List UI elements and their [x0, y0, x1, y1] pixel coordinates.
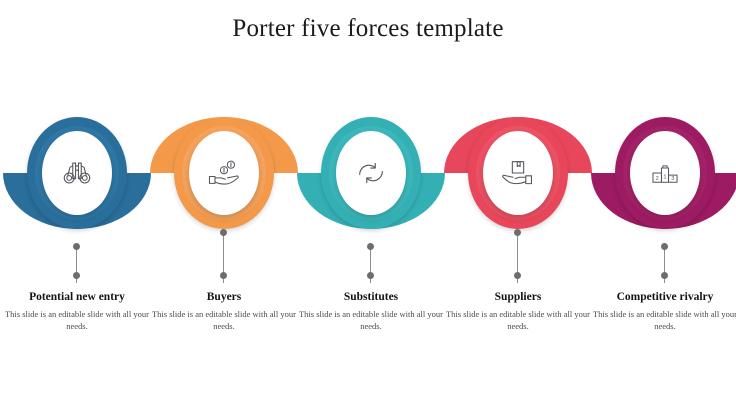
- force-description-substitutes: This slide is an editable slide with all…: [298, 309, 443, 331]
- force-description-buyers: This slide is an editable slide with all…: [151, 309, 296, 331]
- force-description-suppliers: This slide is an editable slide with all…: [445, 309, 590, 331]
- connector-suppliers: [513, 229, 523, 283]
- connector-dot-top: [73, 243, 80, 250]
- refresh-cycle-icon: [354, 158, 388, 188]
- force-icon-disc-suppliers[interactable]: [483, 131, 553, 215]
- force-title-buyers: Buyers: [206, 291, 242, 303]
- connector-buyers: [219, 229, 229, 283]
- connector-line: [370, 247, 371, 283]
- force-node-suppliers[interactable]: [444, 98, 592, 248]
- connector-dot-bottom: [367, 272, 374, 279]
- connector-line: [517, 233, 518, 283]
- svg-text:3: 3: [671, 176, 674, 182]
- force-icon-disc-potential-new-entry[interactable]: [42, 131, 112, 215]
- connector-dot-top: [661, 243, 668, 250]
- connector-dot-top: [367, 243, 374, 250]
- connector-line: [76, 247, 77, 283]
- connector-line: [223, 233, 224, 283]
- force-icon-disc-competitive-rivalry[interactable]: 1 2 3: [630, 131, 700, 215]
- force-description-potential-new-entry: This slide is an editable slide with all…: [4, 309, 149, 331]
- connector-substitutes: [366, 243, 376, 283]
- connector-line: [664, 247, 665, 283]
- force-description-competitive-rivalry: This slide is an editable slide with all…: [592, 309, 736, 331]
- force-icon-disc-buyers[interactable]: [189, 131, 259, 215]
- connector-dot-bottom: [73, 272, 80, 279]
- force-title-competitive-rivalry: Competitive rivalry: [616, 291, 714, 303]
- force-title-potential-new-entry: Potential new entry: [29, 291, 125, 303]
- connector-potential-new-entry: [72, 243, 82, 283]
- connector-dot-bottom: [514, 272, 521, 279]
- hand-coins-icon: [206, 156, 242, 190]
- hand-package-icon: [501, 156, 535, 190]
- force-title-substitutes: Substitutes: [343, 291, 399, 303]
- connector-dot-top: [220, 229, 227, 236]
- force-node-potential-new-entry[interactable]: [3, 98, 151, 248]
- svg-text:2: 2: [656, 176, 659, 182]
- porter-forces-diagram: 1 2 3: [0, 98, 736, 248]
- force-node-substitutes[interactable]: [297, 98, 445, 248]
- connector-dot-bottom: [661, 272, 668, 279]
- force-icon-disc-substitutes[interactable]: [336, 131, 406, 215]
- binoculars-icon: [60, 156, 94, 190]
- svg-text:1: 1: [663, 175, 666, 181]
- force-title-suppliers: Suppliers: [494, 291, 542, 303]
- force-node-buyers[interactable]: [150, 98, 298, 248]
- connector-competitive-rivalry: [660, 243, 670, 283]
- connector-dot-bottom: [220, 272, 227, 279]
- force-node-competitive-rivalry[interactable]: 1 2 3: [591, 98, 736, 248]
- podium-icon: 1 2 3: [648, 158, 682, 188]
- page-title: Porter five forces template: [232, 15, 504, 42]
- connector-dot-top: [514, 229, 521, 236]
